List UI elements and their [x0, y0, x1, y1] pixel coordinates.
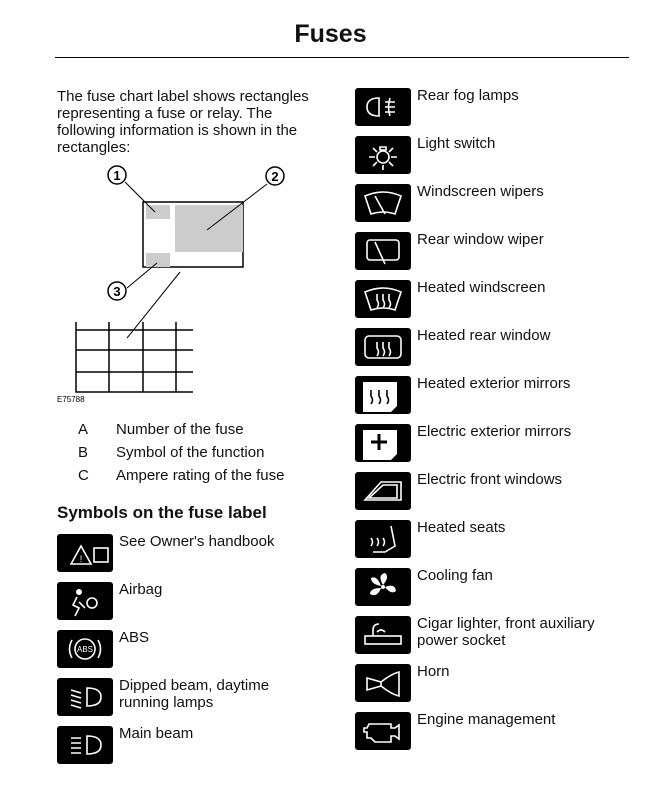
electric-window-icon — [355, 472, 411, 510]
symbol-label: Dipped beam, daytime running lamps — [119, 677, 270, 711]
heated-windscreen-icon — [355, 280, 411, 318]
symbol-label: Engine management — [417, 711, 556, 728]
title-divider — [55, 57, 629, 58]
figure-code: E75788 — [57, 395, 85, 404]
symbol-label: Rear fog lamps — [417, 87, 519, 104]
callout-1: 1 — [113, 168, 120, 183]
symbol-label: Heated seats — [417, 519, 506, 536]
fuse-label-diagram: 1 2 3 E75788 — [57, 165, 285, 404]
symbol-label: Light switch — [417, 135, 496, 152]
cooling-fan-icon — [355, 568, 411, 606]
horn-icon — [355, 664, 411, 702]
symbol-label: ABS — [119, 629, 150, 646]
symbol-label: See Owner's handbook — [119, 533, 275, 550]
light-switch-icon — [355, 136, 411, 174]
symbol-label: Airbag — [119, 581, 163, 598]
cigar-lighter-icon — [355, 616, 411, 654]
airbag-icon — [57, 582, 113, 620]
legend-key: B — [78, 444, 89, 461]
symbol-label: Main beam — [119, 725, 194, 742]
legend-key: C — [78, 467, 89, 484]
symbol-label: Electric front windows — [417, 471, 563, 488]
rear-fog-icon — [355, 88, 411, 126]
page-title: Fuses — [294, 20, 367, 48]
engine-icon — [355, 712, 411, 750]
legend-text: Number of the fuse — [116, 421, 244, 438]
symbol-label: Windscreen wipers — [417, 183, 544, 200]
dipped-beam-icon — [57, 678, 113, 716]
symbol-label: Rear window wiper — [417, 231, 544, 248]
heated-rear-window-icon — [355, 328, 411, 366]
legend-key: A — [78, 421, 89, 438]
callout-2: 2 — [271, 169, 278, 184]
rear-wiper-icon — [355, 232, 411, 270]
abs-icon: ABS — [57, 630, 113, 668]
symbol-label: Cooling fan — [417, 567, 493, 584]
symbols-heading: Symbols on the fuse label — [57, 503, 267, 522]
symbol-label: Heated rear window — [417, 327, 551, 344]
symbol-label: Horn — [417, 663, 450, 680]
symbol-label: Heated windscreen — [417, 279, 546, 296]
legend-text: Ampere rating of the fuse — [116, 467, 285, 484]
svg-text:!: ! — [80, 554, 83, 564]
electric-mirror-icon — [355, 424, 411, 462]
windscreen-wiper-icon — [355, 184, 411, 222]
warning-handbook-icon: ! — [57, 534, 113, 572]
symbol-label: Electric exterior mirrors — [417, 423, 572, 440]
legend-text: Symbol of the function — [116, 444, 265, 461]
callout-3: 3 — [113, 284, 120, 299]
symbol-label: Heated exterior mirrors — [417, 375, 571, 392]
svg-text:ABS: ABS — [77, 645, 93, 654]
heated-seat-icon — [355, 520, 411, 558]
intro-text: The fuse chart label shows rectangles re… — [57, 88, 309, 156]
main-beam-icon — [57, 726, 113, 764]
symbol-label: Cigar lighter, front auxiliary power soc… — [417, 615, 595, 649]
heated-mirror-icon — [355, 376, 411, 414]
